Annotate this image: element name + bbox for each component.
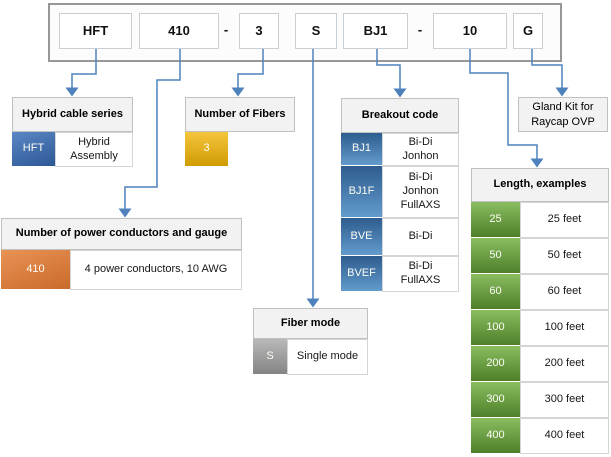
hybrid-series-title: Hybrid cable series bbox=[12, 97, 133, 132]
pn-segment-length: 10 bbox=[433, 13, 507, 49]
fiber-mode-desc: Single mode bbox=[287, 339, 368, 375]
breakout-code: BVE bbox=[341, 218, 382, 256]
pn-segment-power: 410 bbox=[139, 13, 219, 49]
length-table: Length, examples 25 25 feet 50 50 feet 6… bbox=[471, 168, 609, 454]
length-desc: 300 feet bbox=[520, 382, 609, 418]
length-code: 50 bbox=[471, 238, 520, 274]
length-code: 200 bbox=[471, 346, 520, 382]
pn-segment-gland: G bbox=[513, 13, 543, 49]
table-row: 25 25 feet bbox=[471, 202, 609, 238]
table-row: 400 400 feet bbox=[471, 418, 609, 454]
length-title: Length, examples bbox=[471, 168, 609, 202]
table-row: 60 60 feet bbox=[471, 274, 609, 310]
breakout-code: BVEF bbox=[341, 256, 382, 292]
length-desc: 25 feet bbox=[520, 202, 609, 238]
arrow-down-icon bbox=[555, 87, 569, 97]
table-row: 410 4 power conductors, 10 AWG bbox=[1, 250, 242, 290]
table-row: BVE Bi-Di bbox=[341, 218, 459, 256]
power-table: Number of power conductors and gauge 410… bbox=[1, 218, 242, 290]
breakout-title: Breakout code bbox=[341, 98, 459, 133]
arrow-down-icon bbox=[118, 208, 132, 218]
arrow-down-icon bbox=[530, 158, 544, 168]
table-row: 3 bbox=[185, 132, 295, 167]
breakout-code: BJ1 bbox=[341, 133, 382, 166]
length-code: 300 bbox=[471, 382, 520, 418]
pn-segment-series: HFT bbox=[59, 13, 132, 49]
table-row: HFT Hybrid Assembly bbox=[12, 132, 133, 167]
table-row: 100 100 feet bbox=[471, 310, 609, 346]
hybrid-series-desc: Hybrid Assembly bbox=[55, 132, 133, 167]
power-desc: 4 power conductors, 10 AWG bbox=[70, 250, 242, 290]
table-row: 50 50 feet bbox=[471, 238, 609, 274]
length-desc: 60 feet bbox=[520, 274, 609, 310]
length-code: 60 bbox=[471, 274, 520, 310]
pn-separator-1: - bbox=[223, 22, 229, 37]
fibers-code: 3 bbox=[185, 132, 228, 167]
fibers-table: Number of Fibers 3 bbox=[185, 97, 295, 167]
length-desc: 50 feet bbox=[520, 238, 609, 274]
length-desc: 100 feet bbox=[520, 310, 609, 346]
fiber-mode-table: Fiber mode S Single mode bbox=[253, 308, 368, 375]
breakout-desc: Bi-Di bbox=[382, 218, 459, 256]
gland-kit-note: Gland Kit for Raycap OVP bbox=[518, 97, 608, 132]
pn-segment-mode: S bbox=[295, 13, 337, 49]
power-code: 410 bbox=[1, 250, 70, 290]
fiber-mode-title: Fiber mode bbox=[253, 308, 368, 339]
breakout-desc: Bi-Di Jonhon bbox=[382, 133, 459, 166]
arrow-down-icon bbox=[231, 87, 245, 97]
table-row: 200 200 feet bbox=[471, 346, 609, 382]
table-row: BJ1 Bi-Di Jonhon bbox=[341, 133, 459, 166]
hybrid-series-code: HFT bbox=[12, 132, 55, 167]
fiber-mode-code: S bbox=[253, 339, 287, 375]
length-code: 100 bbox=[471, 310, 520, 346]
length-desc: 200 feet bbox=[520, 346, 609, 382]
pn-segment-breakout: BJ1 bbox=[343, 13, 408, 49]
breakout-desc: Bi-Di Jonhon FullAXS bbox=[382, 166, 459, 218]
hybrid-series-table: Hybrid cable series HFT Hybrid Assembly bbox=[12, 97, 133, 167]
power-title: Number of power conductors and gauge bbox=[1, 218, 242, 250]
arrow-down-icon bbox=[65, 87, 79, 97]
table-row: BJ1F Bi-Di Jonhon FullAXS bbox=[341, 166, 459, 218]
table-row: S Single mode bbox=[253, 339, 368, 375]
arrow-down-icon bbox=[393, 88, 407, 98]
fibers-title: Number of Fibers bbox=[185, 97, 295, 132]
length-desc: 400 feet bbox=[520, 418, 609, 454]
pn-segment-fibers: 3 bbox=[239, 13, 279, 49]
pn-separator-2: - bbox=[417, 22, 423, 37]
breakout-code: BJ1F bbox=[341, 166, 382, 218]
length-code: 25 bbox=[471, 202, 520, 238]
breakout-table: Breakout code BJ1 Bi-Di Jonhon BJ1F Bi-D… bbox=[341, 98, 459, 292]
arrow-down-icon bbox=[306, 298, 320, 308]
length-code: 400 bbox=[471, 418, 520, 454]
breakout-desc: Bi-Di FullAXS bbox=[382, 256, 459, 292]
table-row: BVEF Bi-Di FullAXS bbox=[341, 256, 459, 292]
table-row: 300 300 feet bbox=[471, 382, 609, 418]
connector-410 bbox=[124, 49, 181, 209]
